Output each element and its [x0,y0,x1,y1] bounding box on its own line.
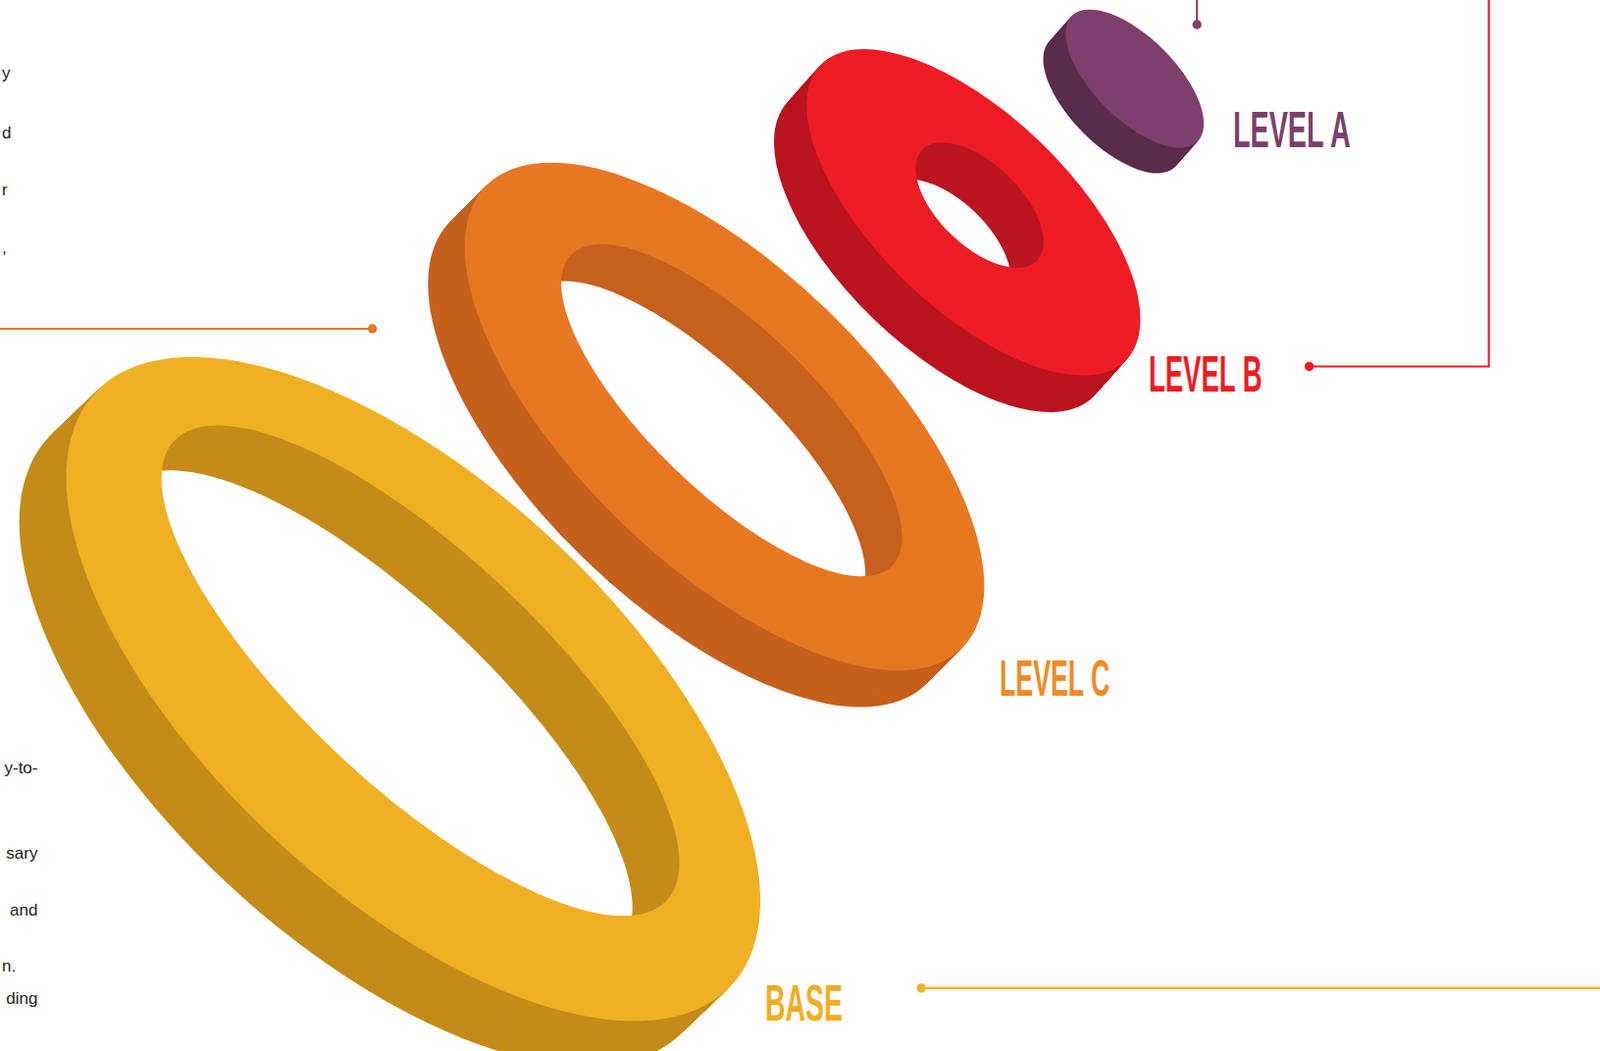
cut-off-text: sary [5,844,38,862]
ring-face [0,243,871,1051]
ring-inner-wall [893,120,1066,291]
cut-off-text: d [1,124,11,142]
cut-off-text: n. [1,957,16,975]
leader-dot [1304,361,1314,371]
leader-dot [917,982,927,992]
leader-dot [1191,19,1201,29]
leader-lines [0,0,1600,993]
ring-hole-opening [861,156,1033,327]
ring-hole [47,400,700,1032]
cut-off-text: and [9,901,38,919]
rings [0,0,1227,1051]
leader-line [921,986,1600,989]
leader-dot [367,323,377,333]
leader-line [1309,0,1490,366]
cut-off-text: ding [5,989,38,1007]
level-label: LEVEL C [999,652,1110,704]
level-label: LEVEL A [1233,103,1351,155]
cut-off-text: y [1,64,11,82]
level-label: BASE [765,977,843,1029]
ring-hole [861,156,1033,327]
cut-off-text: , [1,239,7,257]
ring-side [1042,0,1227,171]
cut-off-text: y-to- [3,759,38,776]
cut-off-text: r [1,181,8,199]
level-label: LEVEL B [1148,348,1262,400]
ring-gold [0,243,871,1051]
leader-line [0,327,373,330]
ring-face [1042,0,1227,171]
ring-hole-opening [47,400,700,1032]
